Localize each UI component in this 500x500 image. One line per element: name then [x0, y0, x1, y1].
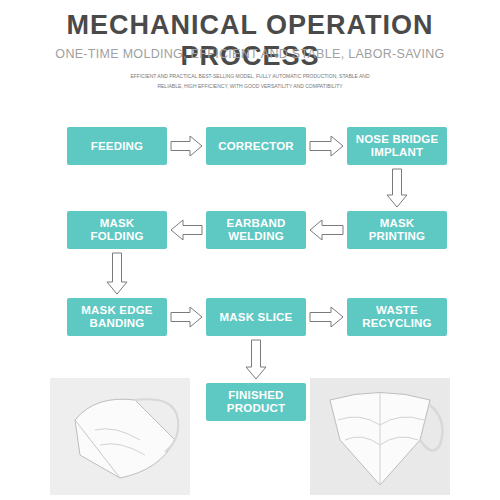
process-box: MASK FOLDING	[67, 211, 167, 249]
process-box: MASK SLICE	[206, 298, 306, 336]
flow-arrow	[171, 307, 202, 327]
flow-arrow	[107, 253, 127, 294]
process-label: MASK SLICE	[220, 311, 293, 324]
process-label: EARBAND WELDING	[206, 217, 306, 242]
mask-photo-left	[50, 378, 190, 495]
process-label: WASTE RECYCLING	[357, 304, 437, 329]
mask-photo-right	[310, 378, 450, 495]
flow-arrow	[171, 136, 202, 156]
flow-arrow	[387, 169, 407, 207]
process-label: NOSE BRIDGE IMPLANT	[355, 133, 440, 158]
process-label: FEEDING	[91, 140, 144, 153]
subtitle-text: ONE-TIME MOLDING, EFFICIENT AND STABLE, …	[40, 47, 460, 62]
process-box: MASK PRINTING	[347, 211, 447, 249]
process-box: WASTE RECYCLING	[347, 298, 447, 336]
flow-arrow	[310, 136, 343, 156]
process-box: NOSE BRIDGE IMPLANT	[347, 127, 447, 165]
process-label: MASK FOLDING	[87, 217, 147, 242]
process-label: MASK PRINTING	[367, 217, 427, 242]
process-label: FINISHED PRODUCT	[221, 389, 291, 414]
flow-arrow	[310, 307, 343, 327]
process-box: FEEDING	[67, 127, 167, 165]
flow-arrow	[171, 220, 202, 240]
flow-arrow	[310, 220, 343, 240]
process-box: EARBAND WELDING	[206, 211, 306, 249]
process-box: FINISHED PRODUCT	[206, 383, 306, 421]
process-label: CORRECTOR	[218, 140, 294, 153]
process-box: CORRECTOR	[206, 127, 306, 165]
diagram-title: MECHANICAL OPERATION PROCESS	[0, 10, 500, 72]
note-text: EFFICIENT AND PRACTICAL BEST-SELLING MOD…	[120, 72, 380, 91]
process-box: MASK EDGE BANDING	[67, 298, 167, 336]
process-label: MASK EDGE BANDING	[80, 304, 155, 329]
flow-arrow	[246, 340, 266, 379]
